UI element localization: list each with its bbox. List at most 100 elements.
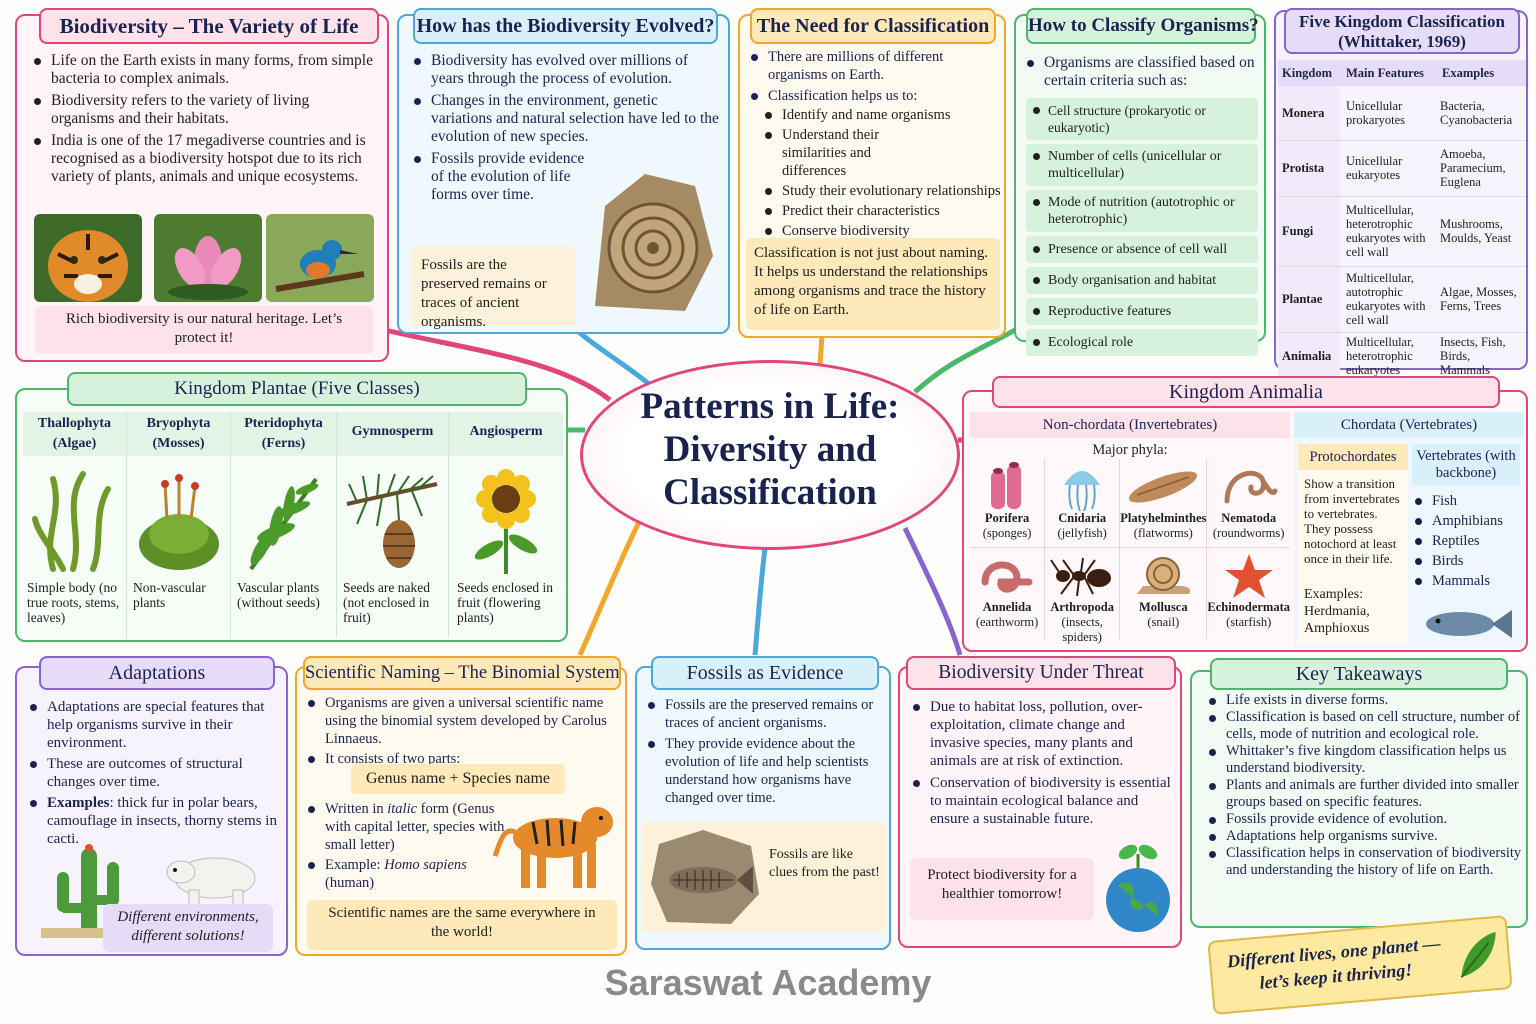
fish-fossil-icon bbox=[651, 830, 759, 924]
table-header: Examples bbox=[1442, 66, 1495, 80]
takeaway-point: Adaptations help organisms survive. bbox=[1206, 828, 1524, 845]
lotus-photo bbox=[154, 214, 262, 302]
sponge-icon bbox=[991, 462, 1022, 509]
kingfisher-photo bbox=[266, 214, 374, 302]
plantae-card: Kingdom Plantae (Five Classes) Thallophy… bbox=[15, 372, 568, 642]
takeaway-point: Classification is based on cell structur… bbox=[1206, 709, 1524, 743]
naming-card: Scientific Naming – The Binomial System … bbox=[295, 656, 627, 956]
nonchordata-title: Non-chordata (Invertebrates) bbox=[970, 412, 1290, 438]
jellyfish-icon bbox=[1064, 471, 1101, 511]
naming-example: Example: Homo sapiens (human) bbox=[305, 856, 505, 892]
adaptations-card: Adaptations Adaptations are special feat… bbox=[15, 656, 288, 956]
fossils-points: Fossils are the preserved remains or tra… bbox=[645, 696, 885, 807]
threat-card: Biodiversity Under Threat Due to habitat… bbox=[898, 656, 1182, 948]
adaptations-note: Different environments, different soluti… bbox=[103, 904, 273, 952]
fossils-card: Fossils as Evidence Fossils are the pres… bbox=[635, 656, 891, 950]
center-topic: Patterns in Life: Diversity and Classifi… bbox=[580, 360, 960, 550]
naming-note: Scientific names are the same everywhere… bbox=[307, 900, 617, 950]
table-header: Kingdom bbox=[1282, 66, 1333, 80]
phylum-cnidaria: Cnidaria (jellyfish) bbox=[1045, 459, 1121, 547]
plant-class-gymnosperm: Gymnosperm Seeds are naked (not enclosed… bbox=[337, 412, 449, 638]
vertebrate-item: Fish bbox=[1412, 492, 1520, 510]
vertebrates-panel: Vertebrates (with backbone) Fish Amphibi… bbox=[1412, 444, 1520, 644]
criterion: Body organisation and habitat bbox=[1026, 267, 1258, 294]
criteria-list: Cell structure (prokaryotic or eukaryoti… bbox=[1026, 98, 1258, 356]
chordata-section: Chordata (Vertebrates) Protochordates Sh… bbox=[1294, 412, 1524, 648]
animalia-title: Kingdom Animalia bbox=[992, 376, 1500, 408]
takeaway-point: Whittaker’s five kingdom classification … bbox=[1206, 743, 1524, 777]
criterion: Cell structure (prokaryotic or eukaryoti… bbox=[1026, 98, 1258, 140]
adaptation-point: Adaptations are special features that he… bbox=[27, 698, 283, 752]
threat-point: Conservation of biodiversity is essentia… bbox=[910, 774, 1176, 828]
need-point: Classification helps us to: bbox=[748, 87, 1004, 105]
fossil-point: Fossils are the preserved remains or tra… bbox=[645, 696, 885, 732]
plant-class-list: Thallophyta(Algae) Simple body (no true … bbox=[23, 412, 563, 638]
protochordates-title: Protochordates bbox=[1298, 444, 1408, 470]
criterion: Number of cells (unicellular or multicel… bbox=[1026, 144, 1258, 186]
fossils-visual: Fossils are like clues from the past! bbox=[641, 822, 885, 932]
need-sub-point: Identify and name organisms bbox=[762, 106, 1004, 124]
plantae-title: Kingdom Plantae (Five Classes) bbox=[67, 372, 527, 406]
tiger-icon bbox=[493, 807, 613, 888]
phylum-annelida: Annelida (earthworm) bbox=[970, 547, 1046, 639]
biodiversity-point: India is one of the 17 megadiverse count… bbox=[31, 132, 376, 186]
adaptation-examples: Examples: thick fur in polar bears, camo… bbox=[27, 794, 283, 848]
need-card: The Need for Classification There are mi… bbox=[738, 8, 1006, 338]
need-points: There are millions of different organism… bbox=[748, 48, 1004, 105]
takeaways-points: Life exists in diverse forms. Classifica… bbox=[1206, 692, 1524, 879]
phyla-grid: Porifera (sponges) Cnidaria (jellyfish) … bbox=[970, 459, 1290, 644]
naming-point: Organisms are given a universal scientif… bbox=[305, 694, 615, 748]
vertebrates-title: Vertebrates (with backbone) bbox=[1412, 444, 1520, 486]
phylum-nematoda: Nematoda (roundworms) bbox=[1207, 459, 1290, 547]
fossils-title: Fossils as Evidence bbox=[651, 656, 879, 690]
vertebrate-item: Birds bbox=[1412, 552, 1520, 570]
need-sub-point: Understand their similarities and differ… bbox=[762, 126, 932, 180]
roundworm-icon bbox=[1224, 470, 1278, 504]
plant-class-pteridophyta: Pteridophyta(Ferns) Vascular plants (wit… bbox=[231, 412, 337, 638]
ammonite-fossil-image bbox=[585, 166, 717, 316]
classify-title: How to Classify Organisms? bbox=[1026, 8, 1259, 44]
vertebrate-item: Reptiles bbox=[1412, 532, 1520, 550]
pine-cone-icon bbox=[346, 473, 438, 568]
naming-points: Organisms are given a universal scientif… bbox=[305, 694, 615, 768]
earthworm-icon bbox=[981, 561, 1033, 593]
naming-title: Scientific Naming – The Binomial System bbox=[303, 656, 621, 690]
cactus-icon bbox=[41, 844, 141, 938]
biodiversity-title: Biodiversity – The Variety of Life bbox=[39, 8, 379, 44]
biodiversity-note: Rich biodiversity is our natural heritag… bbox=[35, 306, 373, 354]
phylum-echinodermata: Echinodermata (starfish) bbox=[1207, 547, 1290, 639]
phylum-arthropoda: Arthropoda (insects, spiders) bbox=[1045, 547, 1121, 644]
adaptations-title: Adaptations bbox=[39, 656, 275, 690]
fossil-point: They provide evidence about the evolutio… bbox=[645, 735, 885, 807]
vertebrate-item: Amphibians bbox=[1412, 512, 1520, 530]
biodiversity-points: Life on the Earth exists in many forms, … bbox=[31, 52, 376, 186]
biodiversity-point: Biodiversity refers to the variety of li… bbox=[31, 92, 376, 128]
flatworm-icon bbox=[1129, 471, 1198, 503]
evolution-card: How has the Biodiversity Evolved? Biodiv… bbox=[397, 8, 730, 334]
evolution-point: Biodiversity has evolved over millions o… bbox=[411, 52, 721, 88]
phylum-porifera: Porifera (sponges) bbox=[970, 459, 1046, 547]
table-row: Fungi Multicellular, heterotrophic eukar… bbox=[1278, 196, 1526, 266]
phylum-mollusca: Mollusca (snail) bbox=[1120, 547, 1208, 639]
moss-icon bbox=[139, 474, 219, 570]
center-title-line3: Classification bbox=[663, 472, 877, 513]
criterion: Reproductive features bbox=[1026, 298, 1258, 325]
threat-points: Due to habitat loss, pollution, over-exp… bbox=[910, 698, 1176, 828]
chordata-title: Chordata (Vertebrates) bbox=[1294, 412, 1524, 438]
criterion: Ecological role bbox=[1026, 329, 1258, 356]
takeaway-point: Classification helps in conservation of … bbox=[1206, 845, 1524, 879]
starfish-icon bbox=[1224, 554, 1273, 598]
evolution-points: Biodiversity has evolved over millions o… bbox=[411, 52, 721, 204]
criterion: Presence or absence of cell wall bbox=[1026, 236, 1258, 263]
adaptation-point: These are outcomes of structural changes… bbox=[27, 755, 283, 791]
five-kingdom-title: Five Kingdom Classification (Whittaker, … bbox=[1284, 8, 1520, 54]
fern-icon bbox=[249, 477, 319, 571]
naming-point: It consists of two parts: bbox=[305, 750, 615, 768]
algae-icon bbox=[32, 471, 111, 572]
five-kingdom-table: Kingdom Main Features Examples Monera Un… bbox=[1278, 60, 1526, 380]
protochordates-panel: Protochordates Show a transition from in… bbox=[1298, 444, 1408, 644]
center-title-line1: Patterns in Life: bbox=[640, 386, 900, 427]
classify-card: How to Classify Organisms? Organisms are… bbox=[1014, 8, 1266, 356]
need-sub-point: Predict their characteristics bbox=[762, 202, 1004, 220]
polar-bear-icon bbox=[166, 857, 256, 911]
